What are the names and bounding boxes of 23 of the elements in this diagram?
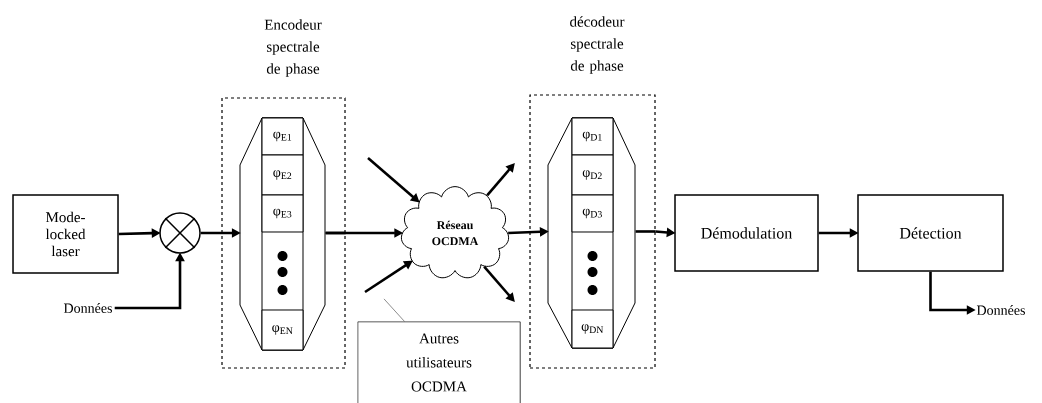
leader-line	[383, 298, 406, 323]
process-box: Mode-locked laser	[12, 194, 119, 274]
phase-cell: φ$_{E3}$	[261, 194, 304, 233]
network-cloud: Réseau OCDMA	[400, 186, 510, 279]
group-heading: décodeur spectrale de phase	[570, 16, 625, 74]
phase-cell: φ$_{D2}$	[571, 154, 614, 196]
process-box: Démodulation	[674, 194, 819, 272]
process-box: Détection	[857, 194, 1004, 272]
phase-cell: φ$_{DN}$	[571, 309, 614, 349]
phase-cell: φ$_{E2}$	[261, 154, 304, 196]
data-label: Données	[976, 305, 1025, 315]
phase-cell: φ$_{D3}$	[571, 194, 614, 233]
data-label: Données	[63, 303, 112, 313]
phase-cell: φ$_{D1}$	[571, 117, 614, 156]
arrow	[486, 163, 515, 197]
group-heading: Encodeur spectrale de phase	[264, 19, 322, 77]
mixer-circle	[159, 212, 201, 254]
phase-cell: φ$_{E1}$	[261, 117, 304, 156]
arrow	[364, 260, 413, 294]
arrow	[367, 157, 420, 203]
arrow	[483, 265, 515, 302]
note-box: Autres utilisateurs OCDMA	[357, 321, 521, 403]
phase-cell: φ$_{EN}$	[261, 309, 304, 351]
